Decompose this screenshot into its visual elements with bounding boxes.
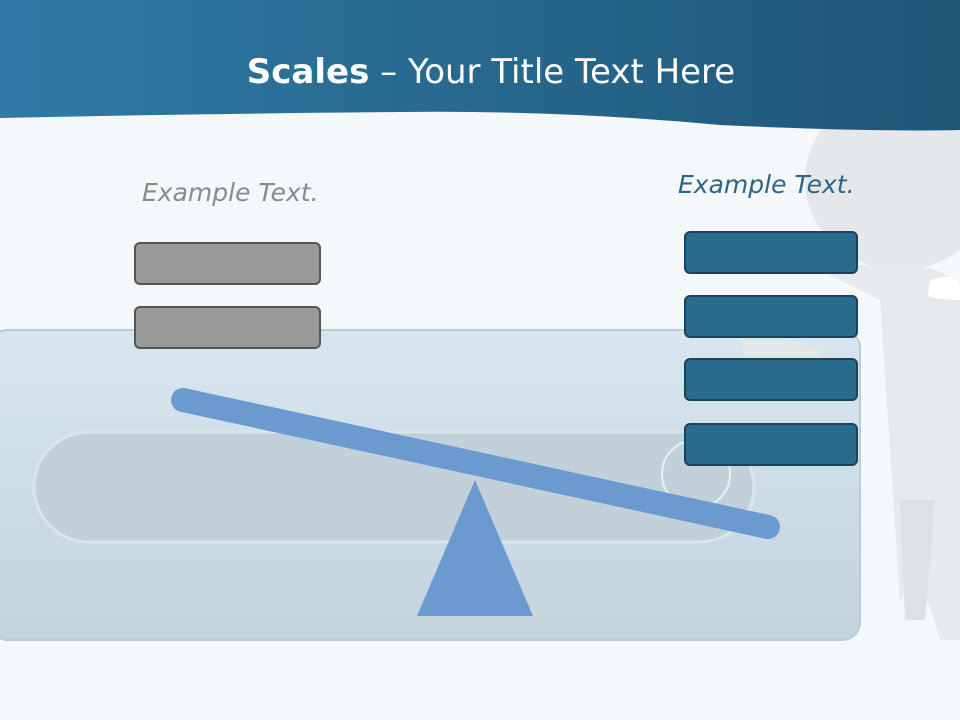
right-caption: Example Text. [678, 170, 855, 199]
right-box-2 [684, 295, 858, 338]
title-bold: Scales [246, 52, 370, 92]
background-figure [740, 90, 960, 640]
right-box-3 [684, 358, 858, 401]
left-caption: Example Text. [142, 178, 319, 207]
header-banner [0, 0, 960, 131]
right-box-1 [684, 231, 858, 274]
slide-title: Scales – Your Title Text Here [0, 52, 960, 92]
left-box-2 [134, 306, 321, 349]
right-box-4 [684, 423, 858, 466]
title-rest: – Your Title Text Here [369, 52, 736, 92]
left-box-1 [134, 242, 321, 285]
scale-fulcrum [417, 480, 533, 616]
